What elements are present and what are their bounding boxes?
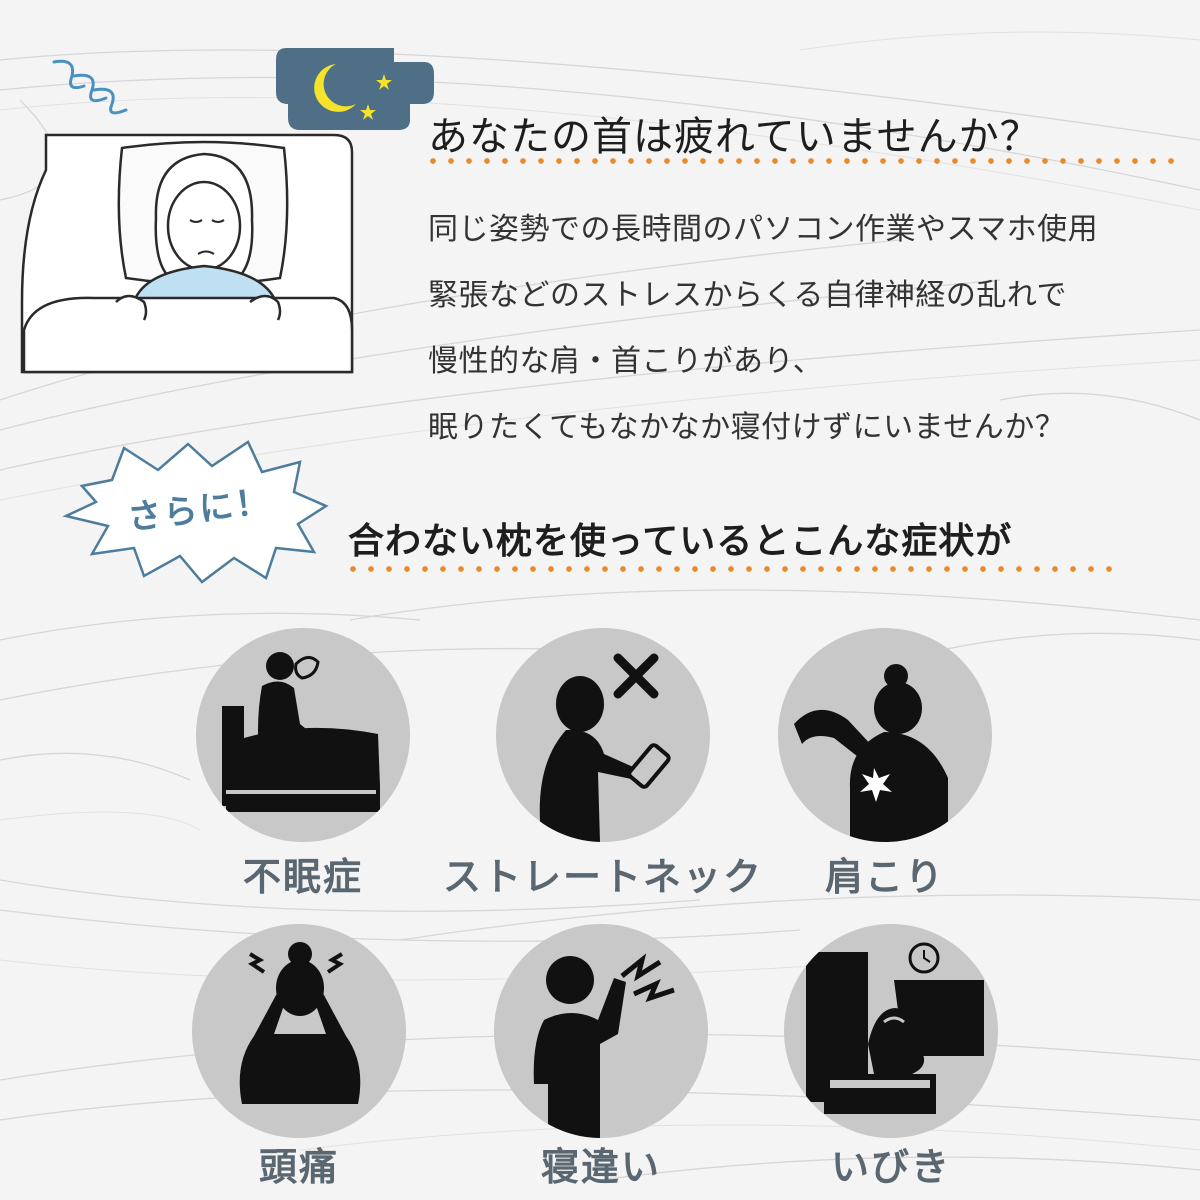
night-moon-icon: [276, 48, 434, 130]
snoring-icon: [806, 942, 984, 1114]
dizzy-icon: [52, 59, 128, 115]
symptom-card-stiff-shoulder: [778, 628, 992, 842]
symptom-label: 頭痛: [258, 1145, 339, 1189]
dotted-divider: [424, 158, 1180, 164]
symptom-label: 寝違い: [540, 1145, 661, 1189]
symptom-card-snoring: [784, 924, 998, 1138]
insomnia-icon: [222, 652, 380, 812]
symptom-card-headache: [192, 924, 406, 1138]
symptom-label: ストレートネック: [442, 855, 763, 899]
body-line: 眠りたくてもなかなか寝付けずにいませんか？: [428, 410, 1066, 445]
neck-sprain-icon: [533, 953, 675, 1138]
symptom-label: いびき: [830, 1145, 951, 1189]
dotted-divider: [344, 566, 1118, 572]
symptom-card-neck-sprain: [494, 924, 708, 1138]
headache-icon: [239, 942, 361, 1104]
body-line: 同じ姿勢での長時間のパソコン作業やスマホ使用: [428, 212, 1099, 247]
symptom-label: 肩こり: [824, 855, 945, 899]
symptoms-heading: 合わない枕を使っているとこんな症状が: [348, 521, 1013, 562]
symptom-label: 不眠症: [242, 855, 363, 899]
speech-burst-icon: [62, 440, 329, 584]
stiff-shoulder-icon: [794, 664, 948, 842]
tired-woman-illustration: [20, 59, 354, 374]
question-heading: あなたの首は疲れていませんか？: [428, 114, 1041, 160]
symptom-card-insomnia: [196, 628, 410, 842]
body-line: 慢性的な肩・首こりがあり、: [428, 344, 824, 379]
body-line: 緊張などのストレスからくる自律神経の乱れで: [428, 278, 1067, 313]
straight-neck-icon: [539, 653, 671, 842]
symptom-card-straight-neck: [496, 628, 710, 842]
